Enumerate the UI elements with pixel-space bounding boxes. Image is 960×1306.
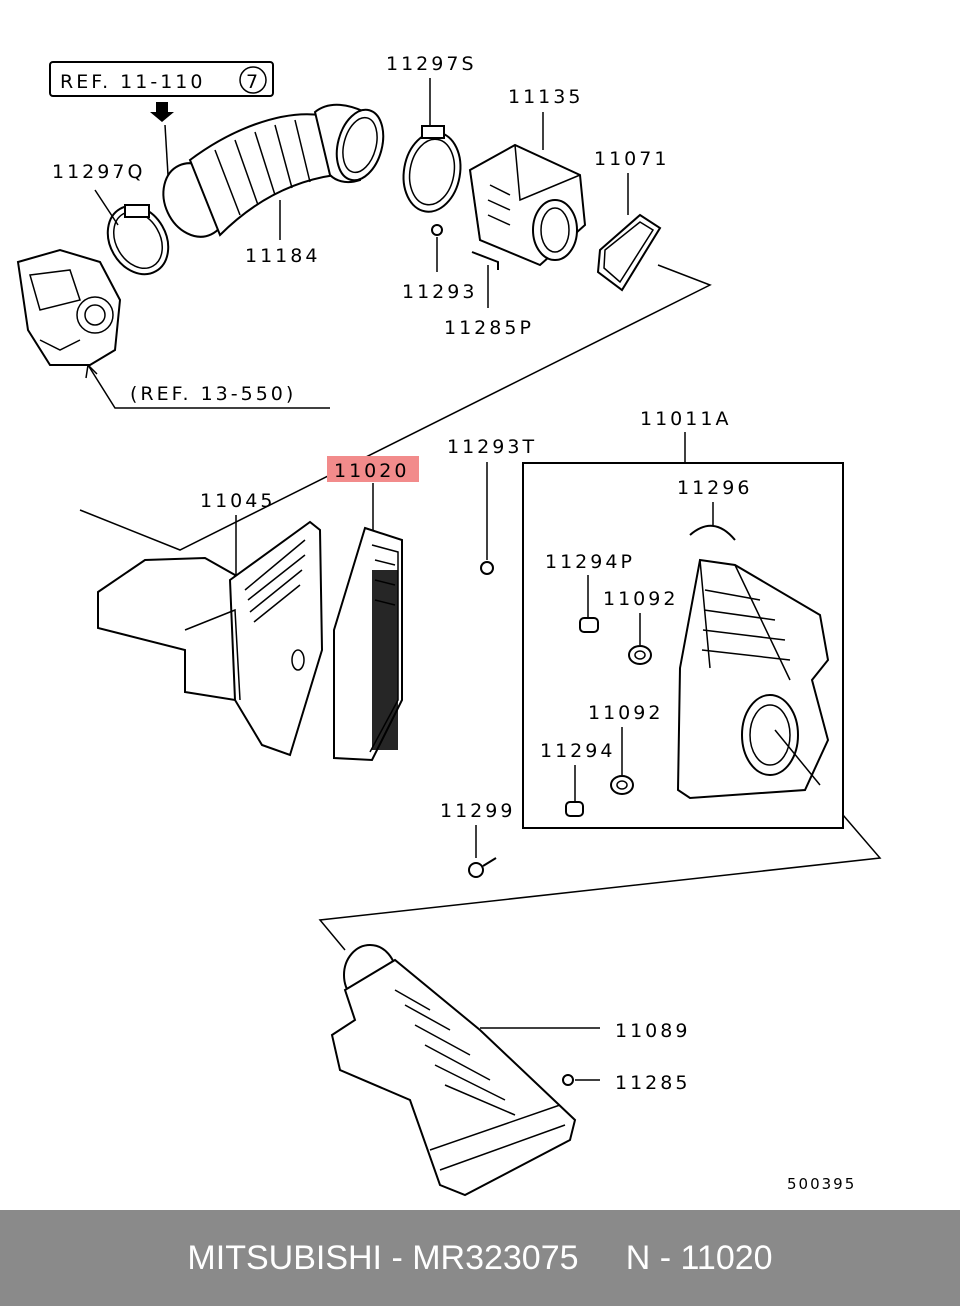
assembly-guide-line-bottom xyxy=(318,814,882,951)
air-cleaner-cover-11045 xyxy=(97,520,324,757)
bushing-11294 xyxy=(565,801,584,817)
label-11299: 11299 xyxy=(440,800,515,822)
ref-top-circle-icon xyxy=(239,66,267,94)
assembly-guide-line-top xyxy=(79,264,712,551)
screw-11285 xyxy=(562,1074,574,1086)
part-info-footer: MITSUBISHI - MR323075 N - 11020 xyxy=(0,1210,960,1306)
highlight-11020 xyxy=(327,456,419,482)
leader-ref-top xyxy=(164,124,169,176)
label-11294: 11294 xyxy=(540,740,615,762)
exploded-parts-diagram: REF. 11-110 7 11297Q 11184 (REF. 13-550)… xyxy=(16,53,882,1197)
label-11297Q: 11297Q xyxy=(52,161,145,183)
label-11020: 11020 xyxy=(334,460,409,482)
ref-top-label: REF. 11-110 xyxy=(60,71,205,93)
label-11294P: 11294P xyxy=(545,551,635,573)
label-11285: 11285 xyxy=(615,1072,690,1094)
part-number-caption: MITSUBISHI - MR323075 N - 11020 xyxy=(187,1238,773,1277)
label-11293: 11293 xyxy=(402,281,477,303)
label-11089: 11089 xyxy=(615,1020,690,1042)
throttle-body-ref xyxy=(16,248,122,366)
label-11092-upper: 11092 xyxy=(603,588,678,610)
leader-11297Q xyxy=(94,189,119,226)
grommet-11092-upper xyxy=(628,645,652,665)
label-11135: 11135 xyxy=(508,86,583,108)
bushing-11294P xyxy=(579,617,599,633)
label-11297S: 11297S xyxy=(386,53,477,75)
assembly-box-11011A xyxy=(522,462,844,829)
ref-mid-label: (REF. 13-550) xyxy=(130,383,296,405)
label-11285P: 11285P xyxy=(444,317,534,339)
bolt-11299 xyxy=(468,862,484,878)
label-11092-lower: 11092 xyxy=(588,702,663,724)
bolt-11293 xyxy=(431,224,443,236)
hose-clamp-11297Q xyxy=(106,204,170,276)
air-flow-sensor-11135 xyxy=(468,143,587,267)
diagram-code: 500395 xyxy=(787,1175,856,1193)
ref-box-top xyxy=(49,61,274,97)
air-filter-element-11020 xyxy=(333,526,403,762)
label-11293T: 11293T xyxy=(447,436,537,458)
hose-clamp-11297S xyxy=(402,131,462,213)
leader-ref-mid xyxy=(87,364,330,409)
intake-duct-11089 xyxy=(330,944,577,1197)
gasket-11071 xyxy=(596,213,662,292)
grommet-11092-lower xyxy=(610,775,634,795)
intake-hose-11184 xyxy=(162,103,385,238)
air-cleaner-case-11011A xyxy=(676,558,830,800)
ref-top-circle-label: 7 xyxy=(246,71,258,93)
clip-11296 xyxy=(689,524,736,541)
label-11045: 11045 xyxy=(200,490,275,512)
label-11011A: 11011A xyxy=(640,408,731,430)
arrow-up-icon xyxy=(150,102,174,122)
bracket-11285P xyxy=(471,251,499,270)
grommet-11293T xyxy=(480,561,494,575)
label-11184: 11184 xyxy=(245,245,320,267)
label-11071: 11071 xyxy=(594,148,669,170)
label-11296: 11296 xyxy=(677,477,752,499)
